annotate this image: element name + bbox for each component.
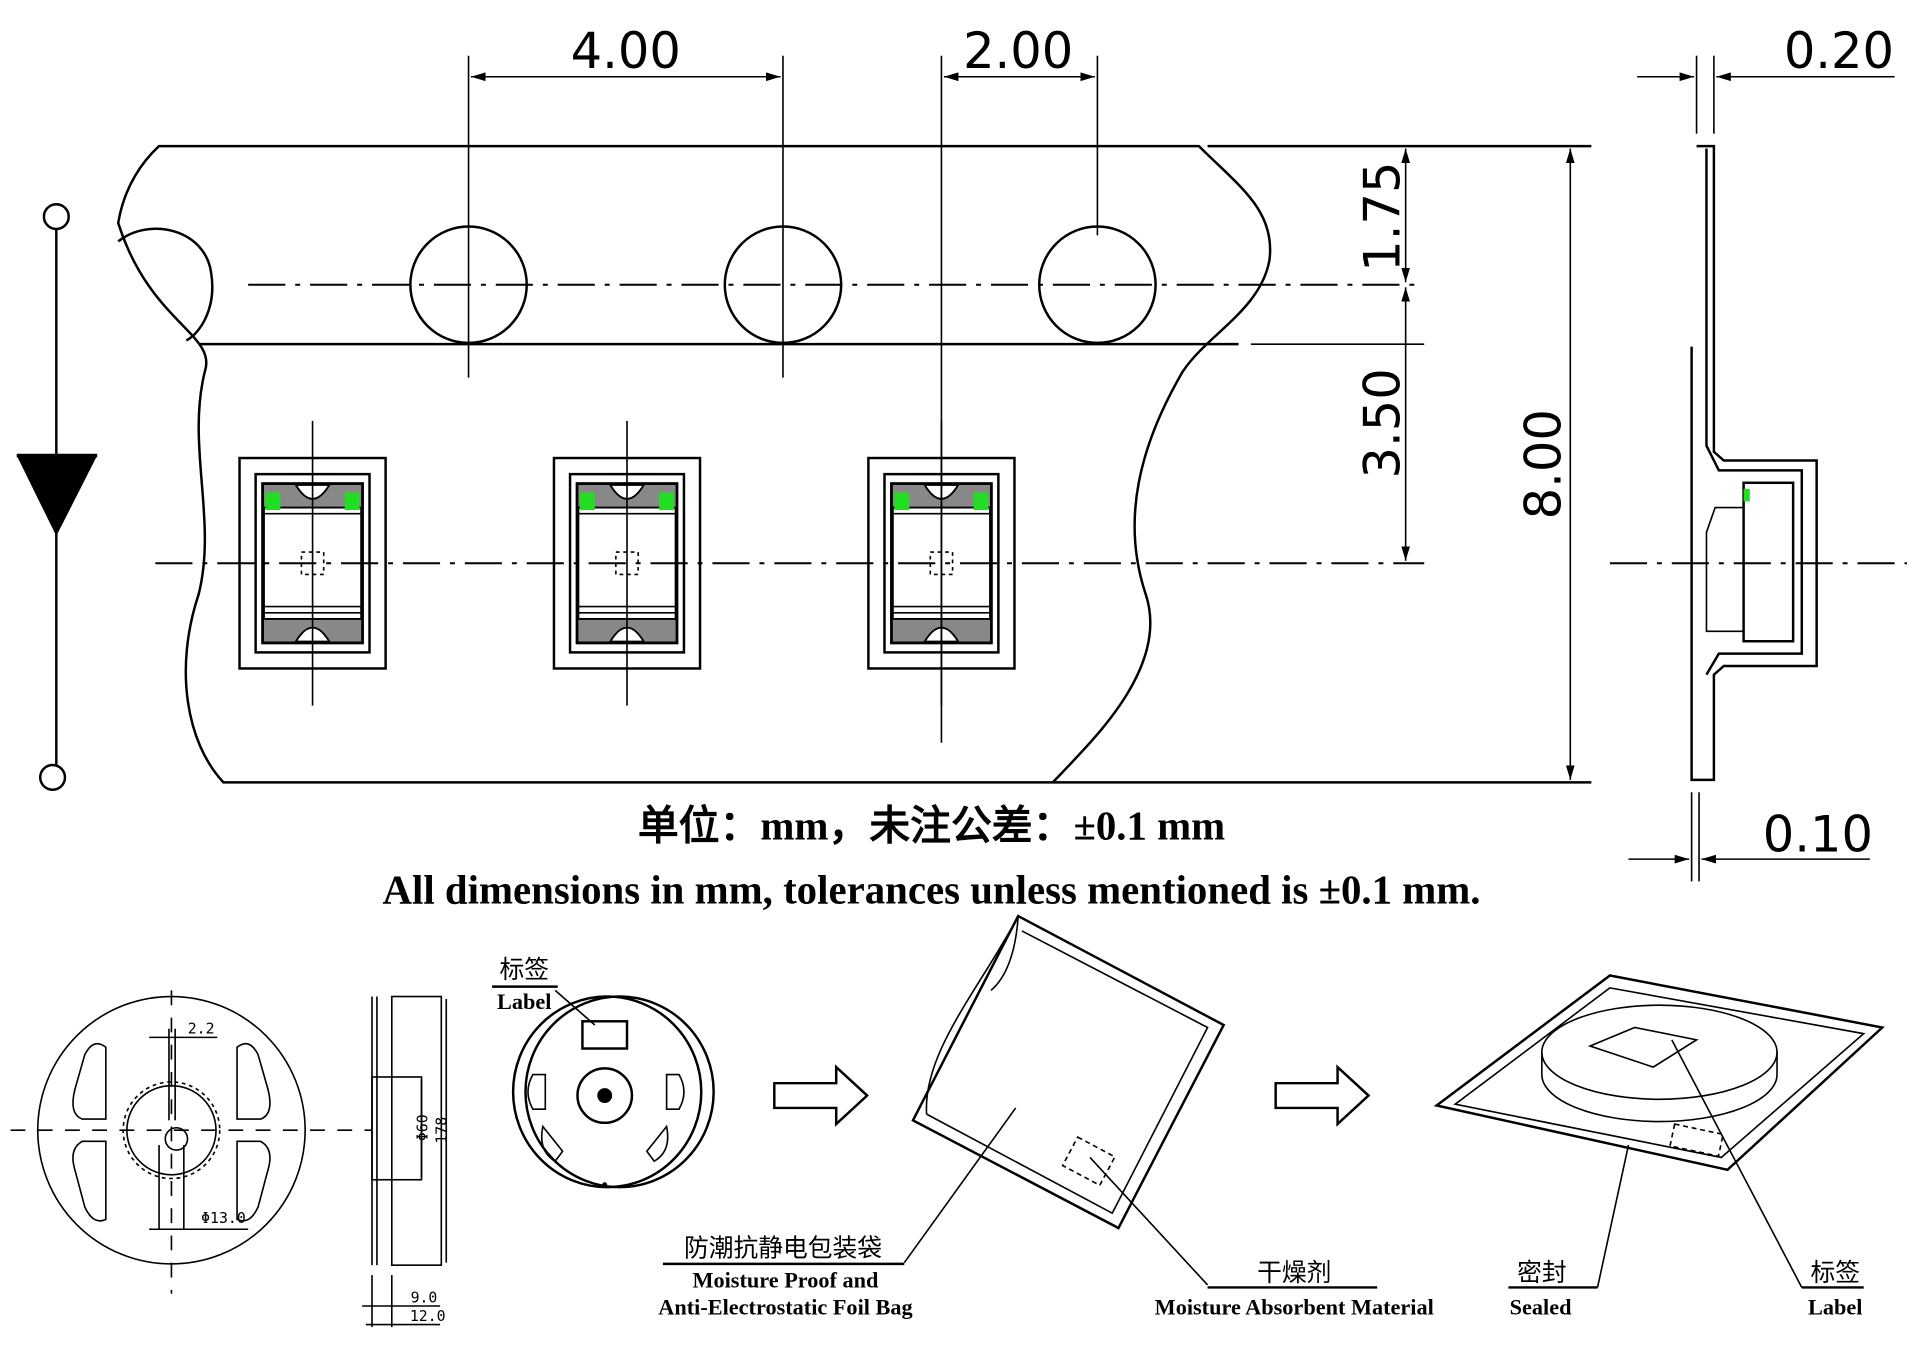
svg-text:2.00: 2.00 <box>963 22 1073 80</box>
arrow-right-icon <box>1274 1064 1371 1127</box>
label-en: Label <box>1808 1295 1862 1320</box>
svg-text:0.20: 0.20 <box>1784 22 1894 80</box>
svg-text:Φ13.0: Φ13.0 <box>201 1209 246 1227</box>
svg-text:Φ60: Φ60 <box>414 1114 432 1141</box>
bag-label-cn: 防潮抗静电包装袋 <box>684 1233 882 1262</box>
bag-label-en-1: Moisture Proof and <box>692 1267 879 1292</box>
svg-text:1.75: 1.75 <box>1353 162 1411 272</box>
bag-label-en-2: Anti-Electrostatic Foil Bag <box>658 1295 912 1320</box>
reel-3d-view: 标签 Label <box>492 955 715 1189</box>
svg-text:4.00: 4.00 <box>571 22 681 80</box>
dimension-edge-to-hole: 1.75 <box>1353 148 1411 283</box>
desiccant-label-cn: 干燥剂 <box>1257 1258 1331 1287</box>
arrow-right-icon <box>773 1064 869 1127</box>
led-component <box>552 419 702 708</box>
svg-text:3.50: 3.50 <box>1353 368 1411 478</box>
dimension-hole-to-pocket: 3.50 <box>1353 287 1411 561</box>
svg-text:0.10: 0.10 <box>1763 806 1873 864</box>
svg-text:12.0: 12.0 <box>410 1307 446 1325</box>
svg-text:2.2: 2.2 <box>188 1020 215 1038</box>
led-component <box>237 419 388 708</box>
label-cn: 标签 <box>1810 1258 1860 1287</box>
foil-bag <box>903 914 1226 1286</box>
svg-text:标签: 标签 <box>500 955 550 984</box>
reel-front-view: 2.2 Φ13.0 <box>10 990 372 1294</box>
svg-text:Label: Label <box>497 989 551 1014</box>
svg-text:8.00: 8.00 <box>1514 409 1572 519</box>
tape-side-view: 0.20 0.10 <box>1609 22 1908 882</box>
dimension-tape-width: 8.00 <box>1514 148 1575 780</box>
dimension-half-pitch: 2.00 <box>940 22 1099 743</box>
sealed-label-en: Sealed <box>1510 1295 1572 1320</box>
diode-symbol-icon <box>16 203 98 792</box>
note-chinese: 单位：mm，未注公差：±0.1 mm <box>638 803 1225 848</box>
desiccant-label-en: Moisture Absorbent Material <box>1155 1295 1434 1320</box>
dimension-pitch: 4.00 <box>467 22 784 378</box>
svg-text:178: 178 <box>432 1117 450 1144</box>
reel-side-view: Φ60 178 9.0 12.0 <box>362 995 450 1328</box>
sealed-label-cn: 密封 <box>1517 1258 1566 1287</box>
svg-text:9.0: 9.0 <box>411 1288 438 1306</box>
sealed-bag <box>1433 974 1885 1288</box>
note-english: All dimensions in mm, tolerances unless … <box>383 868 1481 913</box>
